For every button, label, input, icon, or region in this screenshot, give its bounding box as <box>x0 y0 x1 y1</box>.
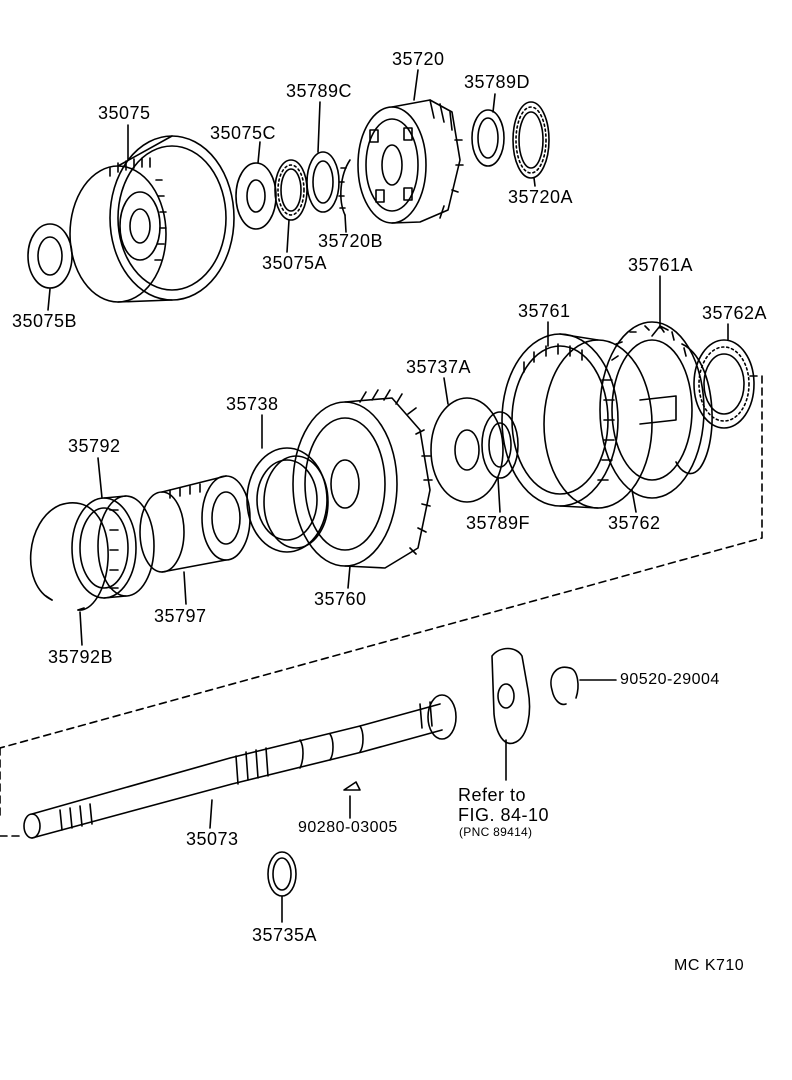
leader-35737a <box>443 377 449 405</box>
part-label-35789f: 35789F <box>466 513 531 533</box>
snap-ring-35792b <box>29 502 109 611</box>
diagram-code: MC K710 <box>674 957 745 974</box>
hub-35797 <box>139 475 251 573</box>
flange-35762 <box>599 321 705 499</box>
leader-35075a <box>286 219 290 253</box>
part-label-35738: 35738 <box>226 394 279 414</box>
leader-35073 <box>209 799 213 829</box>
reference-line-1: Refer to <box>458 785 527 805</box>
bearing-35762a <box>693 339 755 429</box>
bearing-35720a <box>512 101 550 179</box>
leader-35075c <box>257 141 261 164</box>
race-35789d <box>471 109 505 167</box>
washer-35075b <box>27 223 73 289</box>
part-label-35720: 35720 <box>392 49 445 69</box>
part-label-90280-03005: 90280-03005 <box>298 819 398 836</box>
part-label-35789d: 35789D <box>464 72 531 92</box>
leader-35720a <box>533 177 536 187</box>
snap-ring-90520-29004 <box>550 666 579 706</box>
part-label-35075a: 35075A <box>262 253 328 273</box>
part-label-35792: 35792 <box>68 436 121 456</box>
part-label-35720b: 35720B <box>318 231 384 251</box>
leader-35720 <box>413 69 419 101</box>
thrust-plate-35737a <box>430 397 504 503</box>
part-label-35073: 35073 <box>186 829 239 849</box>
part-label-35075b: 35075B <box>12 311 78 331</box>
part-label-35735a: 35735A <box>252 925 318 945</box>
bearing-35738 <box>246 447 329 553</box>
drum-35075 <box>69 135 235 303</box>
race-35789c <box>306 151 340 213</box>
bearing-35075a <box>274 159 308 221</box>
assembly-dashed-line-lower <box>0 747 25 837</box>
part-label-35762: 35762 <box>608 513 661 533</box>
part-label-90520-29004: 90520-29004 <box>620 671 720 688</box>
leader-35789d <box>492 93 496 113</box>
race-35789f <box>481 411 519 479</box>
governor-part-reference <box>491 647 531 745</box>
planetary-carrier-35720 <box>357 99 464 224</box>
ring-gear-35761 <box>501 333 653 509</box>
leader-35792b <box>79 611 83 646</box>
part-label-35075: 35075 <box>98 103 151 123</box>
part-label-35792b: 35792B <box>48 647 114 667</box>
part-label-35761: 35761 <box>518 301 571 321</box>
leader-35792 <box>97 457 103 499</box>
shaft-35073 <box>23 694 457 839</box>
part-label-35797: 35797 <box>154 606 207 626</box>
leader-35075b <box>47 288 51 311</box>
reference-line-3: (PNC 89414) <box>459 825 533 839</box>
part-label-35761a: 35761A <box>628 255 694 275</box>
part-label-35760: 35760 <box>314 589 367 609</box>
assembly-dashed-line <box>0 375 763 749</box>
part-label-35720a: 35720A <box>508 187 574 207</box>
leader-35797 <box>183 571 187 605</box>
leader-35762 <box>631 489 637 513</box>
leader-35760 <box>347 565 351 589</box>
part-label-35762a: 35762A <box>702 303 768 323</box>
part-label-35737a: 35737A <box>406 357 472 377</box>
leader-35720b <box>344 214 347 233</box>
bearing-35792 <box>71 495 155 599</box>
leader-35789c <box>317 101 321 153</box>
key-90280-03005 <box>343 781 361 791</box>
gear-35760 <box>292 389 433 569</box>
washer-35075c <box>235 162 277 230</box>
part-label-35075c: 35075C <box>210 123 277 143</box>
reference-line-2: FIG. 84-10 <box>458 805 550 825</box>
snap-ring-35720b <box>338 159 351 216</box>
ring-35735a <box>267 851 297 897</box>
leader-35789f <box>497 477 501 513</box>
part-label-35789c: 35789C <box>286 81 353 101</box>
